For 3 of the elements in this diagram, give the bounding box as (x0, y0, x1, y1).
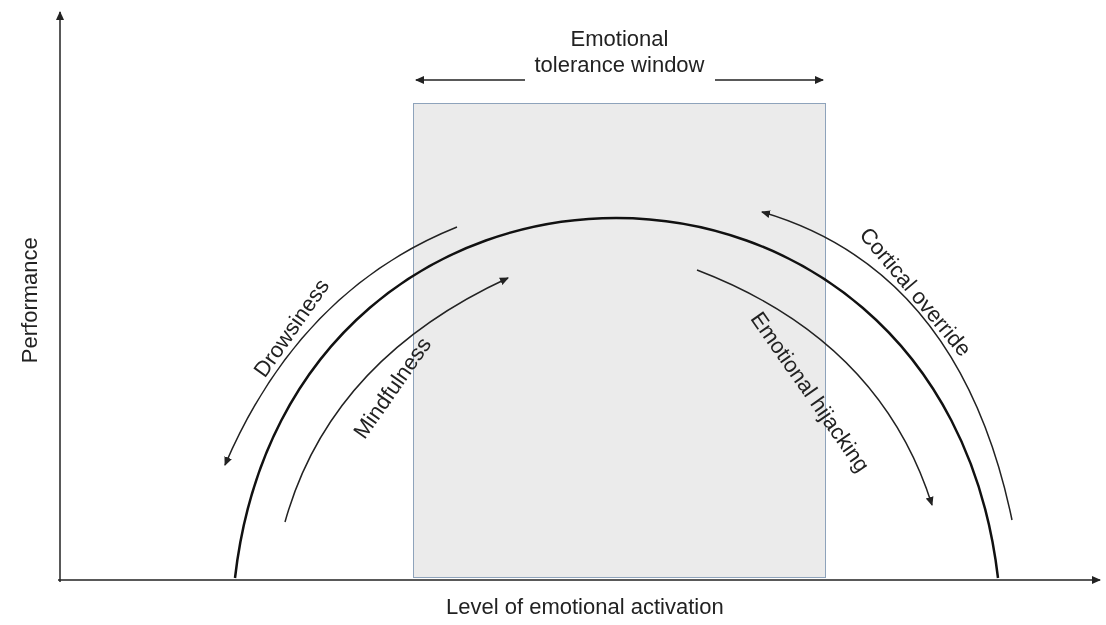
axis-title: Level of emotional activation (446, 594, 724, 621)
axis-title: Performance (16, 237, 43, 364)
window-heading: Emotional tolerance window (533, 26, 706, 79)
